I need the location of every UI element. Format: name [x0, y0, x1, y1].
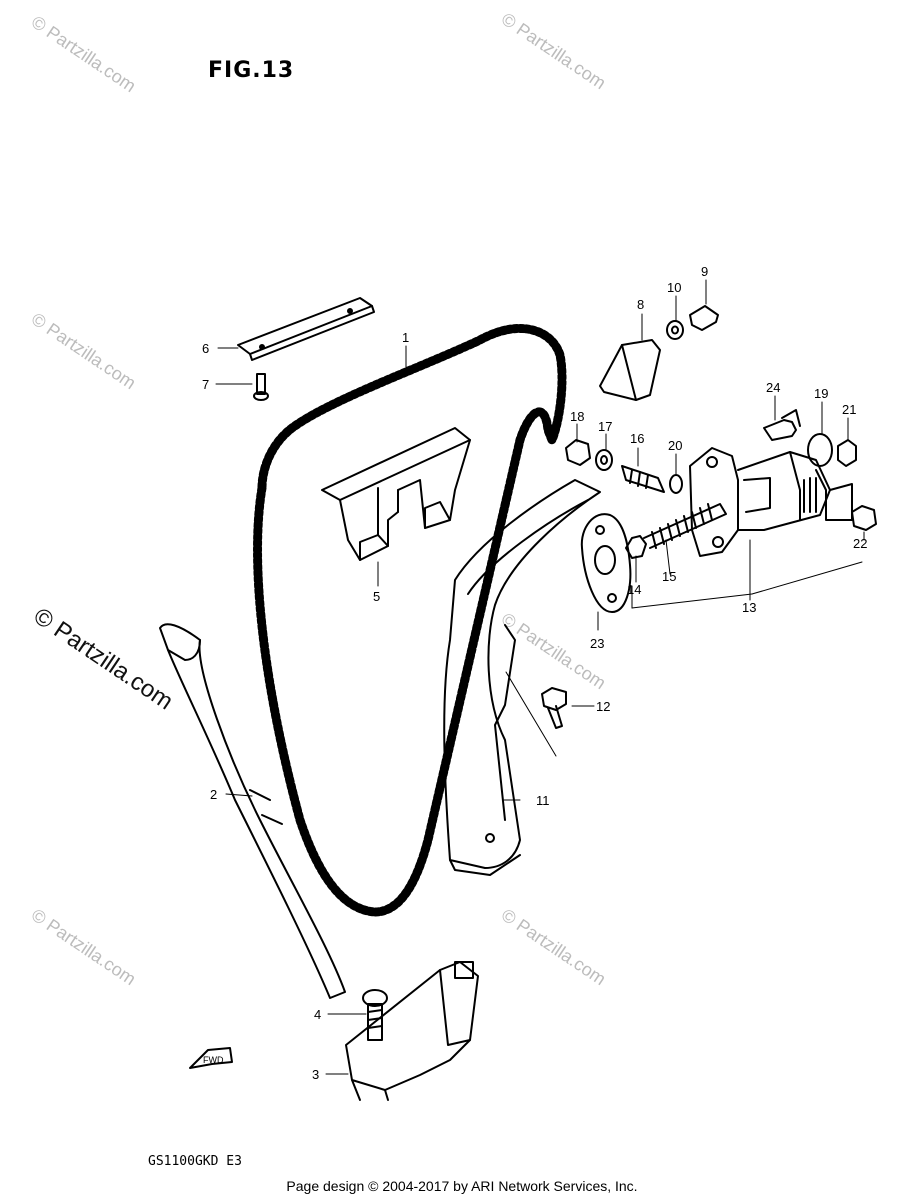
watermark: © Partzilla.com [498, 9, 610, 93]
figure-title: FIG.13 [208, 58, 295, 83]
callout-20: 20 [668, 438, 682, 453]
watermark: © Partzilla.com [28, 12, 140, 96]
o-ring-part-20 [669, 474, 683, 494]
callout-17: 17 [598, 419, 612, 434]
nut-part-21 [837, 439, 857, 467]
fwd-arrow: FWD [189, 1047, 233, 1069]
callout-12: 12 [596, 699, 610, 714]
callout-4: 4 [314, 1007, 321, 1022]
watermark: © Partzilla.com [28, 309, 140, 393]
chain-guide-2 [159, 623, 346, 999]
watermark: © Partzilla.com [498, 905, 610, 989]
callout-8: 8 [637, 297, 644, 312]
callout-16: 16 [630, 431, 644, 446]
watermark: © Partzilla.com [28, 905, 140, 989]
callout-11: 11 [536, 793, 550, 808]
screw-part-7 [253, 373, 269, 401]
chain-guide-top [237, 297, 375, 361]
callout-21: 21 [842, 402, 856, 417]
gasket-part-23 [580, 513, 632, 613]
model-code: GS1100GKD E3 [148, 1154, 242, 1169]
tensioner-guide-11 [443, 479, 601, 876]
watermark-layer: © Partzilla.com © Partzilla.com © Partzi… [28, 9, 610, 989]
callout-14: 14 [627, 582, 641, 597]
bolt-part-9 [689, 305, 719, 331]
o-ring-part-19 [807, 433, 833, 467]
tensioner-assembly-13 [689, 447, 853, 557]
bolt-part-4 [362, 989, 388, 1041]
washer-part-10 [666, 320, 684, 340]
callout-1: 1 [402, 330, 409, 345]
callout-13: 13 [742, 600, 756, 615]
callout-22: 22 [853, 536, 867, 551]
stud-part-16 [621, 465, 665, 493]
chain-guide-5 [321, 427, 471, 561]
callout-9: 9 [701, 264, 708, 279]
washer-part-17 [595, 449, 613, 471]
callout-2: 2 [210, 787, 217, 802]
callout-15: 15 [662, 569, 676, 584]
callout-3: 3 [312, 1067, 319, 1082]
leader-lines [215, 279, 865, 1075]
watermark-large: © Partzilla.com [29, 603, 178, 716]
pushrod-part-14 [625, 535, 647, 559]
callout-5: 5 [373, 589, 380, 604]
bolt-part-12 [541, 687, 567, 729]
nut-part-22 [851, 505, 877, 531]
nut-part-18 [565, 439, 591, 466]
callout-18: 18 [570, 409, 584, 424]
callout-layer: 1 2 3 4 5 6 7 8 9 10 11 12 13 14 15 16 1… [202, 264, 867, 1082]
page-footer: Page design © 2004-2017 by ARI Network S… [286, 1178, 638, 1194]
callout-23: 23 [590, 636, 604, 651]
cam-chain [253, 323, 567, 917]
spring-part-15 [643, 503, 727, 549]
chain-guide-holder-3 [345, 961, 479, 1101]
callout-24: 24 [766, 380, 780, 395]
bolt-part-24 [763, 409, 801, 441]
callout-19: 19 [814, 386, 828, 401]
callout-7: 7 [202, 377, 209, 392]
callout-6: 6 [202, 341, 209, 356]
fwd-label: FWD [203, 1055, 224, 1065]
cap-part-8 [599, 339, 661, 401]
callout-10: 10 [667, 280, 681, 295]
